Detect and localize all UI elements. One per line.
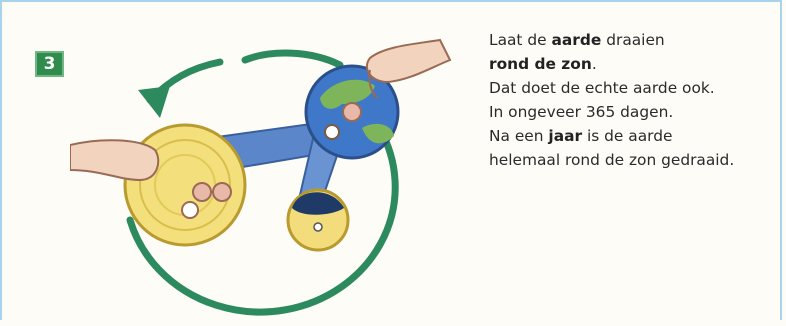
text-line-4-part-1: In ongeveer 365 dagen. <box>489 103 673 121</box>
sun-earth-model-illustration <box>70 20 460 326</box>
text-line-5-part-3: is de aarde <box>582 127 672 145</box>
text-line-5-bold-jaar: jaar <box>548 127 582 145</box>
text-line-3-part-1: Dat doet de echte aarde ook. <box>489 79 715 97</box>
text-line-2: rond de zon. <box>489 52 781 76</box>
hand-left <box>70 140 158 180</box>
text-line-3: Dat doet de echte aarde ook. <box>489 76 781 100</box>
text-line-2-bold-rond-de-zon: rond de zon <box>489 55 592 73</box>
moon-disk <box>288 190 348 250</box>
text-line-1: Laat de aarde draaien <box>489 28 781 52</box>
text-line-6: helemaal rond de zon gedraaid. <box>489 148 781 172</box>
text-line-5-part-1: Na een <box>489 127 548 145</box>
text-line-5: Na een jaar is de aarde <box>489 124 781 148</box>
text-line-2-period: . <box>592 55 597 73</box>
text-line-4: In ongeveer 365 dagen. <box>489 100 781 124</box>
instruction-text: Laat de aarde draaien rond de zon. Dat d… <box>489 28 781 172</box>
text-line-1-part-3: draaien <box>601 31 664 49</box>
text-line-1-bold-aarde: aarde <box>552 31 602 49</box>
step-number-badge: 3 <box>35 51 64 77</box>
orbit-arrowhead <box>138 86 170 118</box>
text-line-6-part-1: helemaal rond de zon gedraaid. <box>489 151 734 169</box>
text-line-1-part-1: Laat de <box>489 31 552 49</box>
